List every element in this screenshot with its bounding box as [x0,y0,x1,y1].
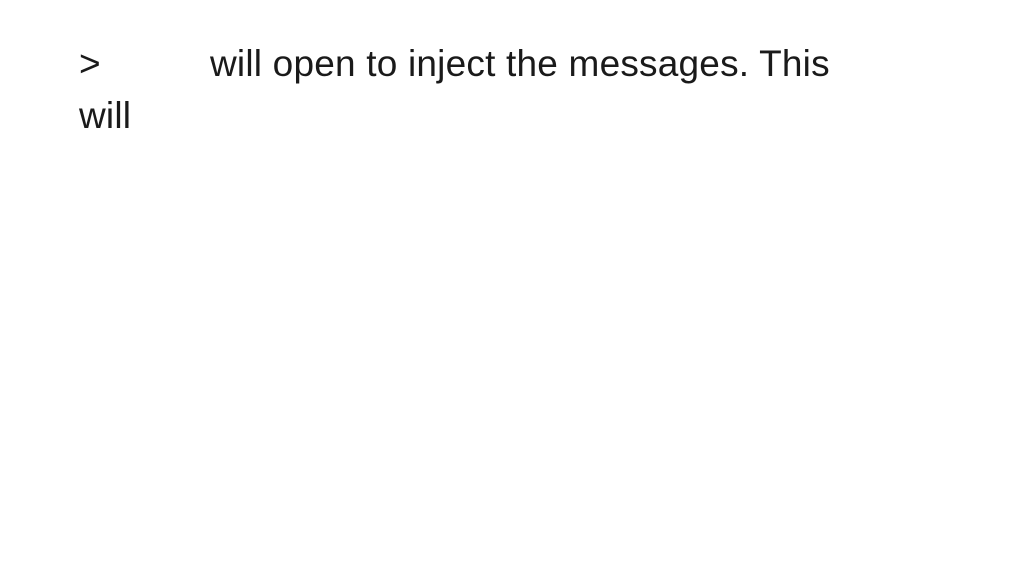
prompt-symbol: > [79,43,101,84]
text-line-2: will [79,95,132,136]
line-1-text: will open to inject the messages. This [210,43,830,84]
slide-body-text: >will open to inject the messages. This … [79,38,979,142]
text-line-1: > will open to inject the messages. This [79,38,979,90]
